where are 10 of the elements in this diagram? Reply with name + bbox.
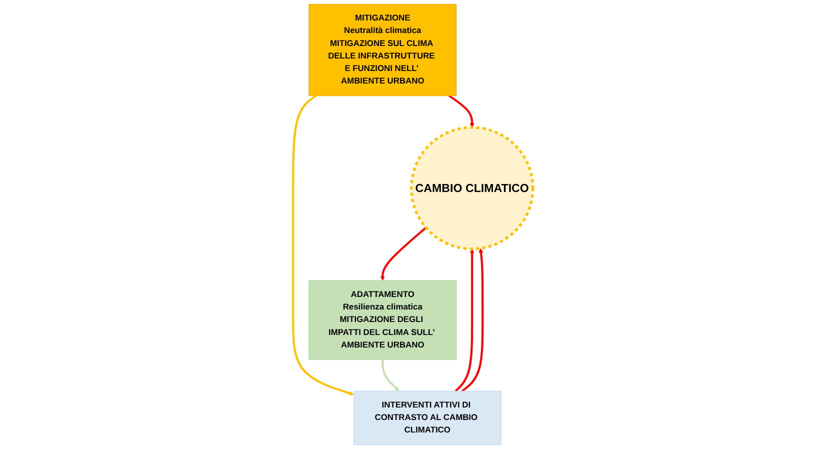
node-box: INTERVENTI ATTIVI DI CONTRASTO AL CAMBIO CLIMATICO	[353, 390, 502, 446]
arrow	[448, 94, 474, 128]
arrow	[380, 226, 427, 281]
arrow	[292, 94, 354, 396]
node-box: ADATTAMENTO Resilienza climatica MITIGAZIONE DEGLI IMPATTI DEL CLIMA SULL’ AMBIENTE URBANO	[308, 280, 457, 360]
arrow	[382, 360, 400, 392]
node-circle: CAMBIO CLIMATICO	[410, 126, 534, 250]
node-box: MITIGAZIONE Neutralità climatica MITIGAZIONE SUL CLIMA DELLE INFRASTRUTTURE E FUNZIONI NELL’ AMBIENTE URBANO	[308, 4, 457, 96]
arrow	[462, 248, 484, 392]
arrow	[454, 248, 474, 392]
